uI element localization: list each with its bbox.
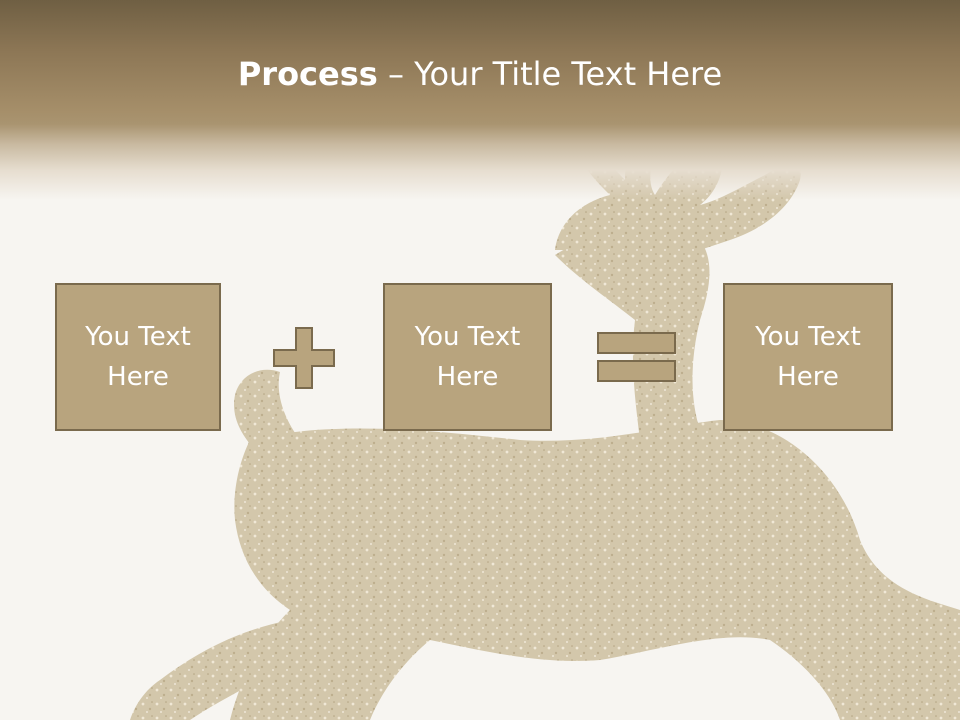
- title-rest: – Your Title Text Here: [377, 55, 723, 93]
- title-banner: [0, 0, 960, 200]
- process-box-1[interactable]: You Text Here: [55, 283, 221, 431]
- page-title: Process – Your Title Text Here: [0, 50, 960, 98]
- plus-icon: [273, 327, 335, 389]
- title-bold: Process: [237, 55, 378, 93]
- equals-icon: [597, 332, 676, 382]
- process-box-3[interactable]: You Text Here: [723, 283, 893, 431]
- process-box-2[interactable]: You Text Here: [383, 283, 552, 431]
